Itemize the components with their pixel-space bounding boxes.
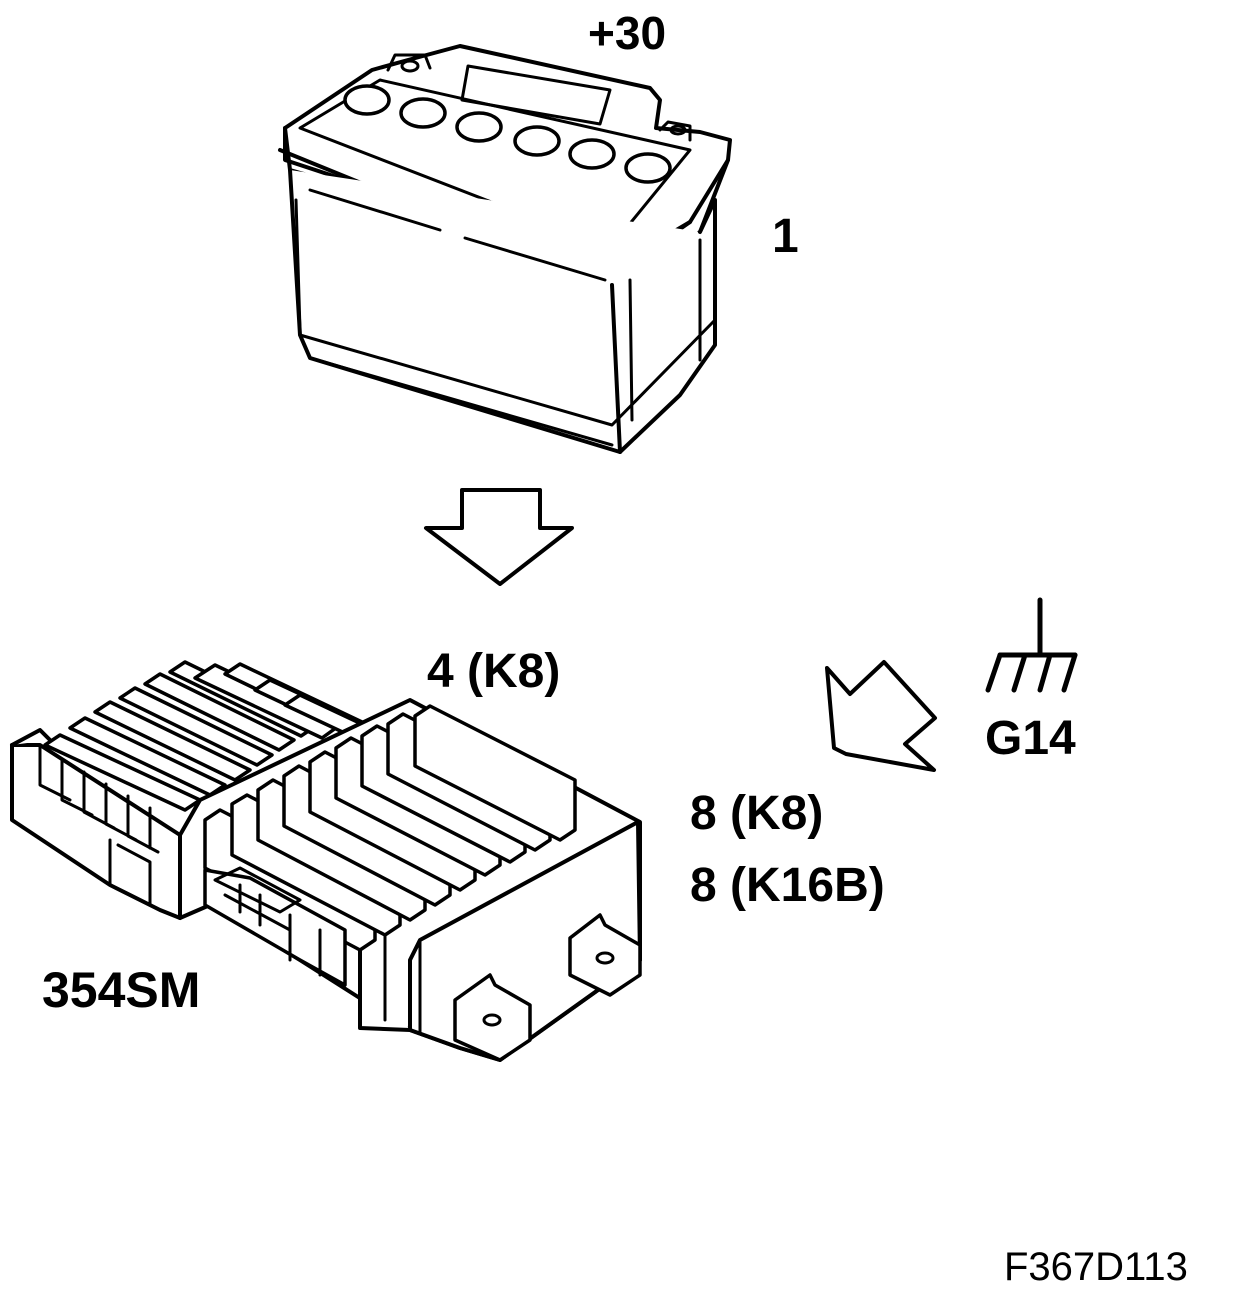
amplifier-module-icon	[10, 660, 642, 1062]
ground-name-label: G14	[985, 712, 1076, 765]
battery-pin-label: 4 (K8)	[427, 645, 561, 698]
battery-number-label: 1	[772, 210, 799, 263]
ground-symbol-icon	[985, 597, 1078, 693]
hollow-arrow-diagonal-icon	[825, 660, 937, 772]
car-battery-icon	[278, 44, 732, 454]
ground-pin-label-2: 8 (K16B)	[690, 859, 885, 912]
figure-id-label: F367D113	[1004, 1245, 1188, 1289]
battery-terminal-label: +30	[588, 7, 667, 59]
hollow-arrow-down-icon	[424, 488, 574, 586]
module-name-label: 354SM	[42, 962, 201, 1018]
ground-pin-label-1: 8 (K8)	[690, 787, 824, 840]
